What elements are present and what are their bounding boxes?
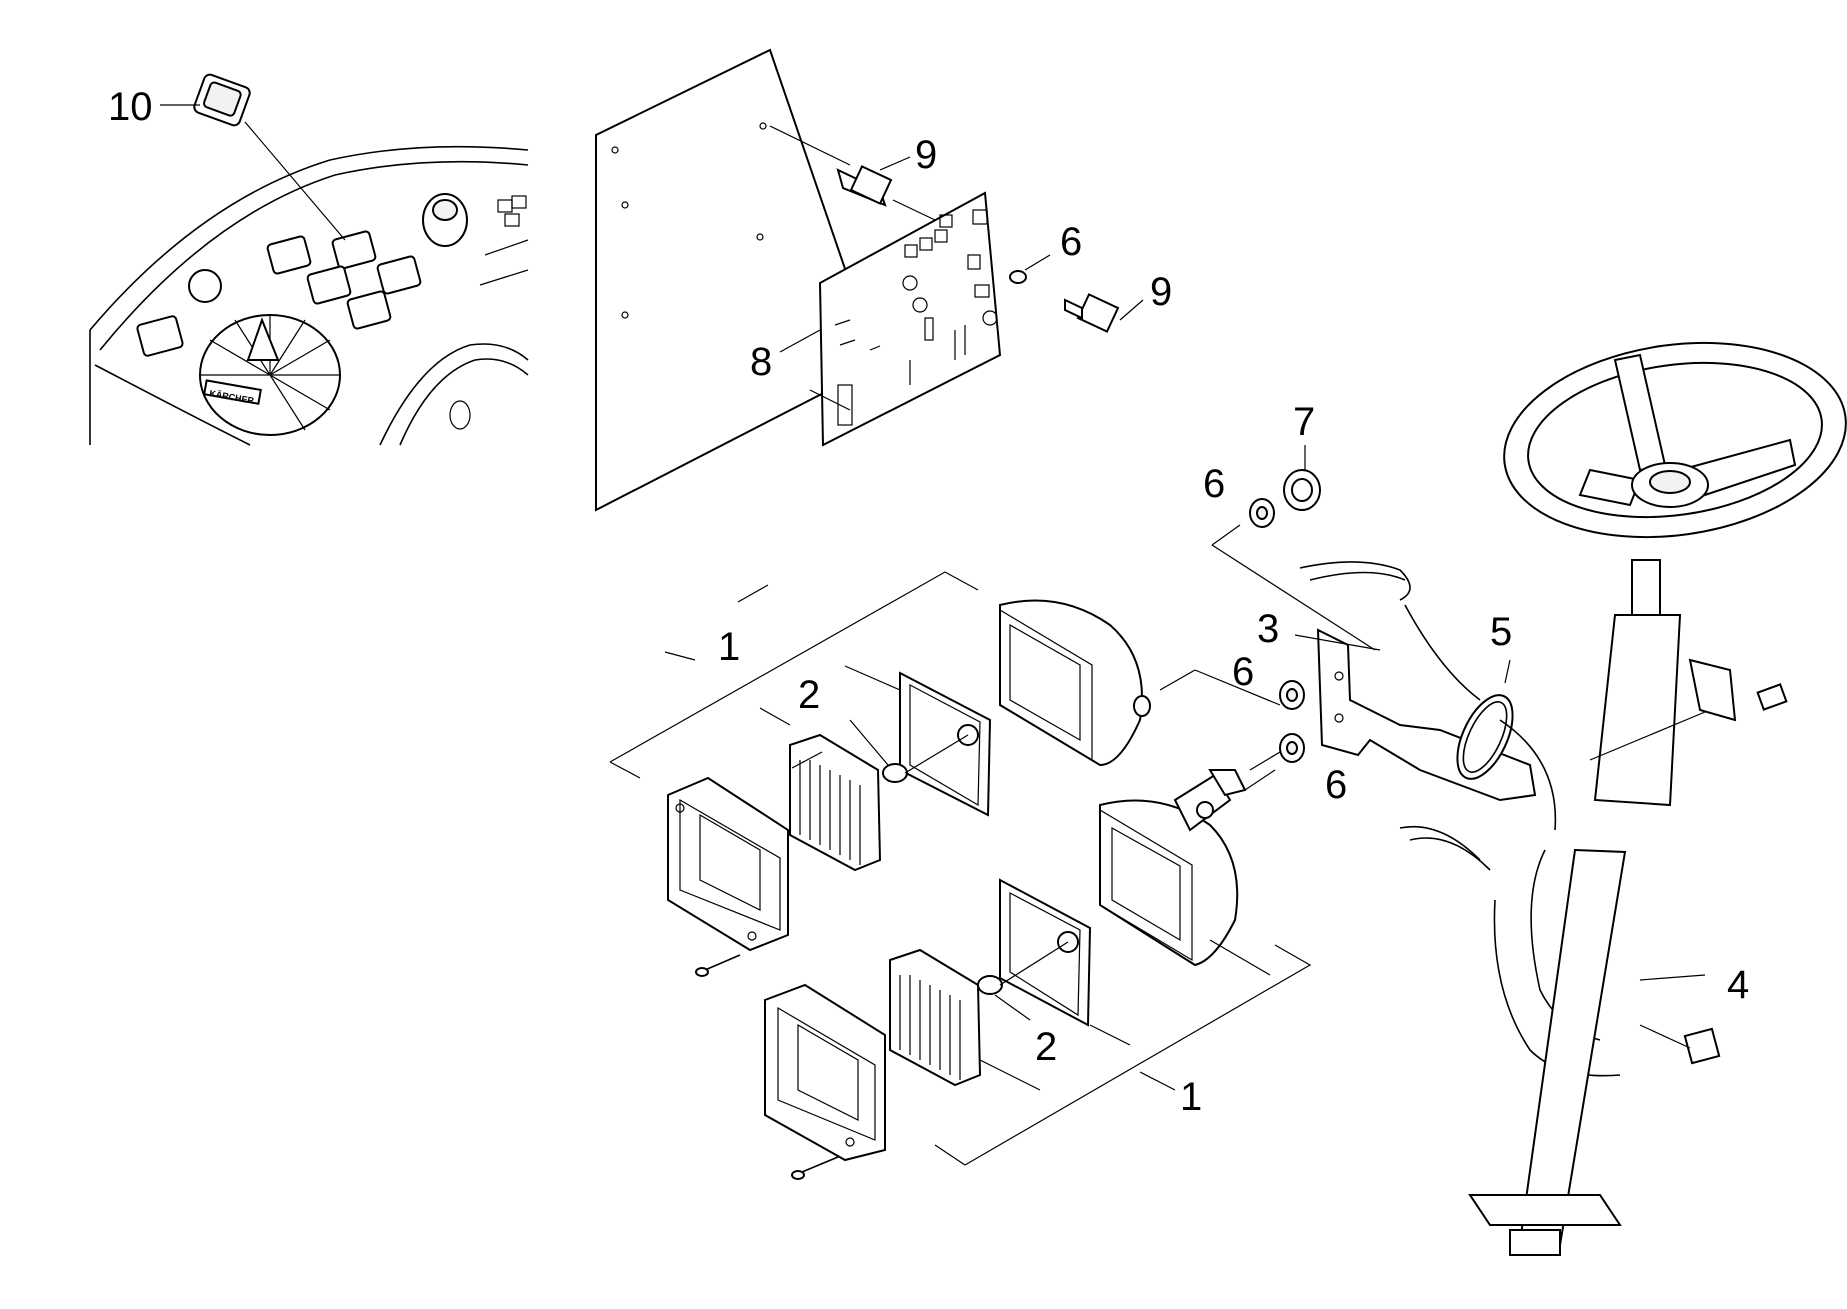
callout-5: 5	[1490, 610, 1512, 654]
bulb-part-2-upper	[849, 719, 969, 783]
washer-part-6-left	[1249, 498, 1275, 528]
callout-1-upper: 1	[718, 625, 740, 669]
callout-10: 10	[108, 85, 153, 129]
steering-column	[1468, 559, 1788, 1256]
callout-6-left: 6	[1203, 462, 1225, 506]
gasket-lower	[999, 878, 1131, 1046]
circuit-board-part-8	[809, 191, 1002, 447]
callout-2-lower: 2	[1035, 1025, 1057, 1069]
callout-6-board: 6	[1060, 220, 1082, 264]
bezel-frame-upper	[667, 776, 789, 952]
callout-1-lower: 1	[1180, 1075, 1202, 1119]
callout-2-upper: 2	[798, 673, 820, 717]
lens-lower	[889, 948, 1041, 1091]
housing-lower	[1099, 769, 1276, 976]
nut-part-7	[1283, 469, 1321, 511]
callout-6-mid: 6	[1232, 650, 1254, 694]
lens-upper	[759, 707, 882, 872]
bulb-part-2-lower	[977, 941, 1069, 1021]
washer-part-6-low	[1249, 733, 1305, 771]
cable-tie-part-5	[1456, 659, 1514, 780]
gasket-upper	[844, 665, 992, 817]
callout-8: 8	[750, 340, 772, 384]
callout-3: 3	[1257, 607, 1279, 651]
washer-part-6-board	[1009, 254, 1051, 284]
headlight-lower-group	[764, 769, 1312, 1180]
spacer-part-9-lower	[1064, 293, 1144, 333]
callout-6-low: 6	[1325, 763, 1347, 807]
screw-upper	[695, 954, 741, 977]
steering-wheel	[1503, 341, 1847, 539]
housing-upper	[999, 599, 1151, 767]
switch-part-10	[193, 73, 346, 241]
headlight-upper-group	[609, 571, 1151, 977]
washer-part-6-mid	[1159, 669, 1305, 710]
callout-9-upper: 9	[915, 133, 937, 177]
callout-4: 4	[1727, 963, 1749, 1007]
control-panel: KÄRCHER	[89, 145, 529, 446]
callout-9-lower: 9	[1150, 270, 1172, 314]
connector-part-4	[1639, 974, 1721, 1065]
callout-7: 7	[1293, 400, 1315, 444]
control-dial-spokes	[200, 315, 340, 431]
screw-lower	[791, 1156, 839, 1180]
spacer-part-9-upper	[836, 156, 936, 221]
bezel-frame-lower	[764, 983, 886, 1162]
callout-labels: 10 9 6 9 8 7 6 1 3 5 2 6 6 4 2 1	[108, 85, 1749, 1119]
